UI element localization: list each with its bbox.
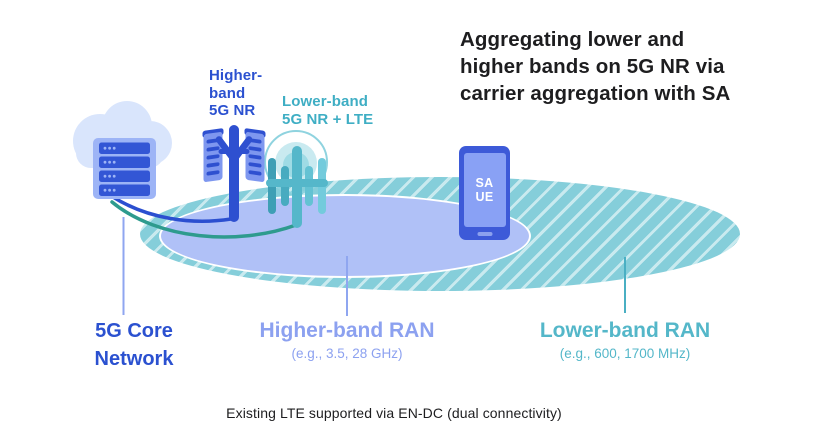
title-line3: carrier aggregation with SA xyxy=(460,82,731,105)
footnote: Existing LTE supported via EN-DC (dual c… xyxy=(226,405,562,421)
higher-band-label-line2: band xyxy=(209,84,246,102)
core-label-line2: Network xyxy=(94,348,174,370)
lower-ran-title: Lower-band RAN xyxy=(539,319,711,342)
link-core-to-lower-band xyxy=(110,200,298,239)
higher-band-antenna-icon xyxy=(202,125,266,222)
lower-band-antenna-label: Lower-band 5G NR + LTE xyxy=(282,93,373,128)
phone-screen: SA UE xyxy=(463,153,506,227)
higher-ran-title: Higher-band RAN xyxy=(259,319,435,342)
title-line2: higher bands on 5G NR via xyxy=(460,55,725,78)
title-line1: Aggregating lower and xyxy=(460,28,685,51)
ue-label-line1: SA xyxy=(475,176,494,190)
link-core-to-higher-band xyxy=(111,195,233,223)
diagram-title: Aggregating lower and higher bands on 5G… xyxy=(460,26,790,107)
higher-band-label-line1: Higher- xyxy=(209,67,263,84)
lower-ran-subtitle: (e.g., 600, 1700 MHz) xyxy=(559,346,691,361)
core-label-line1: 5G Core xyxy=(95,320,173,342)
core-network-label: 5G Core Network xyxy=(54,317,214,373)
higher-ran-subtitle: (e.g., 3.5, 28 GHz) xyxy=(291,346,403,361)
higher-band-label-line3: 5G NR xyxy=(209,102,256,119)
phone-icon: SA UE xyxy=(459,146,510,240)
phone-home-bar xyxy=(477,232,492,236)
ue-label-line2: UE xyxy=(475,190,494,204)
server-icon xyxy=(93,138,156,199)
lower-band-label-line1: Lower-band xyxy=(282,93,368,110)
higher-band-antenna-label: Higher- band 5G NR xyxy=(209,67,262,120)
lower-band-label-line2: 5G NR + LTE xyxy=(282,110,374,128)
lower-band-ran-label: Lower-band RAN (e.g., 600, 1700 MHz) xyxy=(505,319,745,362)
higher-band-ran-label: Higher-band RAN (e.g., 3.5, 28 GHz) xyxy=(227,319,467,362)
lower-band-antenna-icon xyxy=(266,146,328,228)
